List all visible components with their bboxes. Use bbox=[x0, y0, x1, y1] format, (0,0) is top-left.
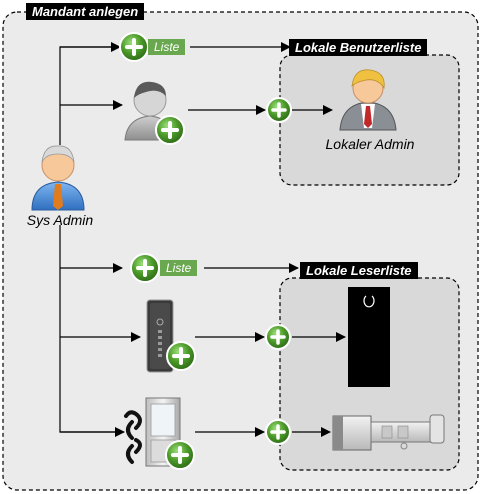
add-badge-door-mid bbox=[265, 419, 291, 445]
add-badge-reader-device bbox=[166, 341, 196, 371]
wall-reader-icon bbox=[348, 287, 390, 387]
list-badge-bottom: Liste bbox=[160, 260, 198, 276]
add-badge-technician bbox=[155, 115, 185, 145]
local-admin-icon bbox=[339, 69, 397, 131]
reader-list-tag: Lokale Leserliste bbox=[300, 262, 418, 279]
sys-admin-label: Sys Admin bbox=[26, 212, 94, 228]
list-badge-top: Liste bbox=[148, 39, 186, 55]
add-badge-door bbox=[165, 440, 195, 470]
chain-link-icon bbox=[124, 410, 142, 464]
cylinder-lock-icon bbox=[332, 414, 445, 451]
add-badge-reader-mid bbox=[265, 324, 291, 350]
add-badge-user-mid bbox=[266, 97, 292, 123]
add-badge-top bbox=[119, 32, 149, 62]
sys-admin-icon bbox=[31, 145, 85, 211]
diagram-title: Mandant anlegen bbox=[26, 3, 145, 20]
user-list-tag: Lokale Benutzerliste bbox=[289, 39, 428, 56]
local-admin-label: Lokaler Admin bbox=[325, 136, 415, 152]
add-badge-reader-list bbox=[130, 253, 160, 283]
